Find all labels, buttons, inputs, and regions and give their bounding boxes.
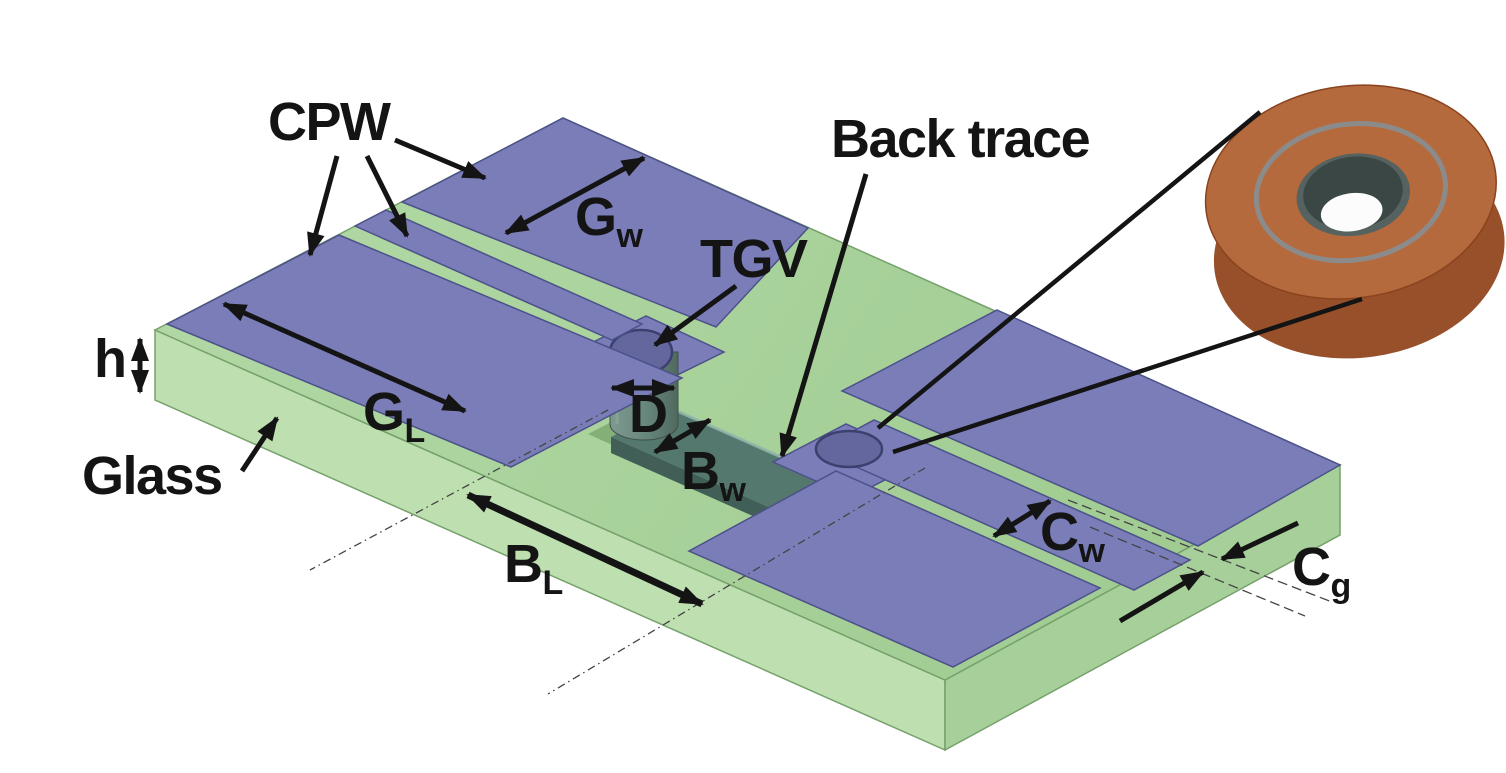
label-bw: Bw xyxy=(681,441,746,509)
dim-gw xyxy=(504,155,646,236)
via2-top-circle xyxy=(814,429,884,469)
cpw-left-signal xyxy=(353,209,644,341)
dim-bw xyxy=(653,417,712,455)
back-trace-front-face xyxy=(611,437,800,537)
ext-line-cg-lower xyxy=(1089,526,1306,617)
label-gw: Gw xyxy=(575,187,643,255)
dim-gl xyxy=(222,301,467,414)
arrow-cpw-3 xyxy=(394,137,487,181)
arrow-back-trace xyxy=(779,173,869,458)
label-bl: BL xyxy=(504,534,563,602)
arrow-tgv xyxy=(653,283,738,348)
tgv-via-closeup-inset xyxy=(1204,84,1505,359)
dim-bl xyxy=(466,491,704,608)
dim-cw xyxy=(992,498,1052,539)
label-cw: Cw xyxy=(1040,502,1105,570)
arrow-cpw-2 xyxy=(364,154,410,238)
arrow-cg-right xyxy=(1220,520,1300,562)
inset-pointer-upper xyxy=(876,110,1262,430)
ext-line-backtrace-right xyxy=(547,467,926,695)
cpw-right-ground-front xyxy=(687,470,1102,668)
label-tgv: TGV xyxy=(700,229,808,289)
inset-hole-highlight xyxy=(1320,192,1383,232)
cpw-right-ground-back xyxy=(840,309,1342,547)
inset-metallization-ring xyxy=(1253,120,1448,264)
ext-line-backtrace-left xyxy=(309,409,609,571)
arrow-cpw-1 xyxy=(307,155,340,257)
label-glass: Glass xyxy=(82,446,223,506)
ext-line-cg-upper xyxy=(1067,499,1333,603)
arrow-glass xyxy=(239,416,280,473)
label-back-trace: Back trace xyxy=(831,109,1091,169)
inset-pointer-lower xyxy=(892,296,1363,455)
arrow-cg-left xyxy=(1118,569,1205,624)
label-cpw: CPW xyxy=(268,92,391,152)
label-d: D xyxy=(629,384,668,444)
label-h: h xyxy=(94,329,127,389)
label-gl: GL xyxy=(363,382,425,450)
label-cg: Cg xyxy=(1292,537,1351,605)
